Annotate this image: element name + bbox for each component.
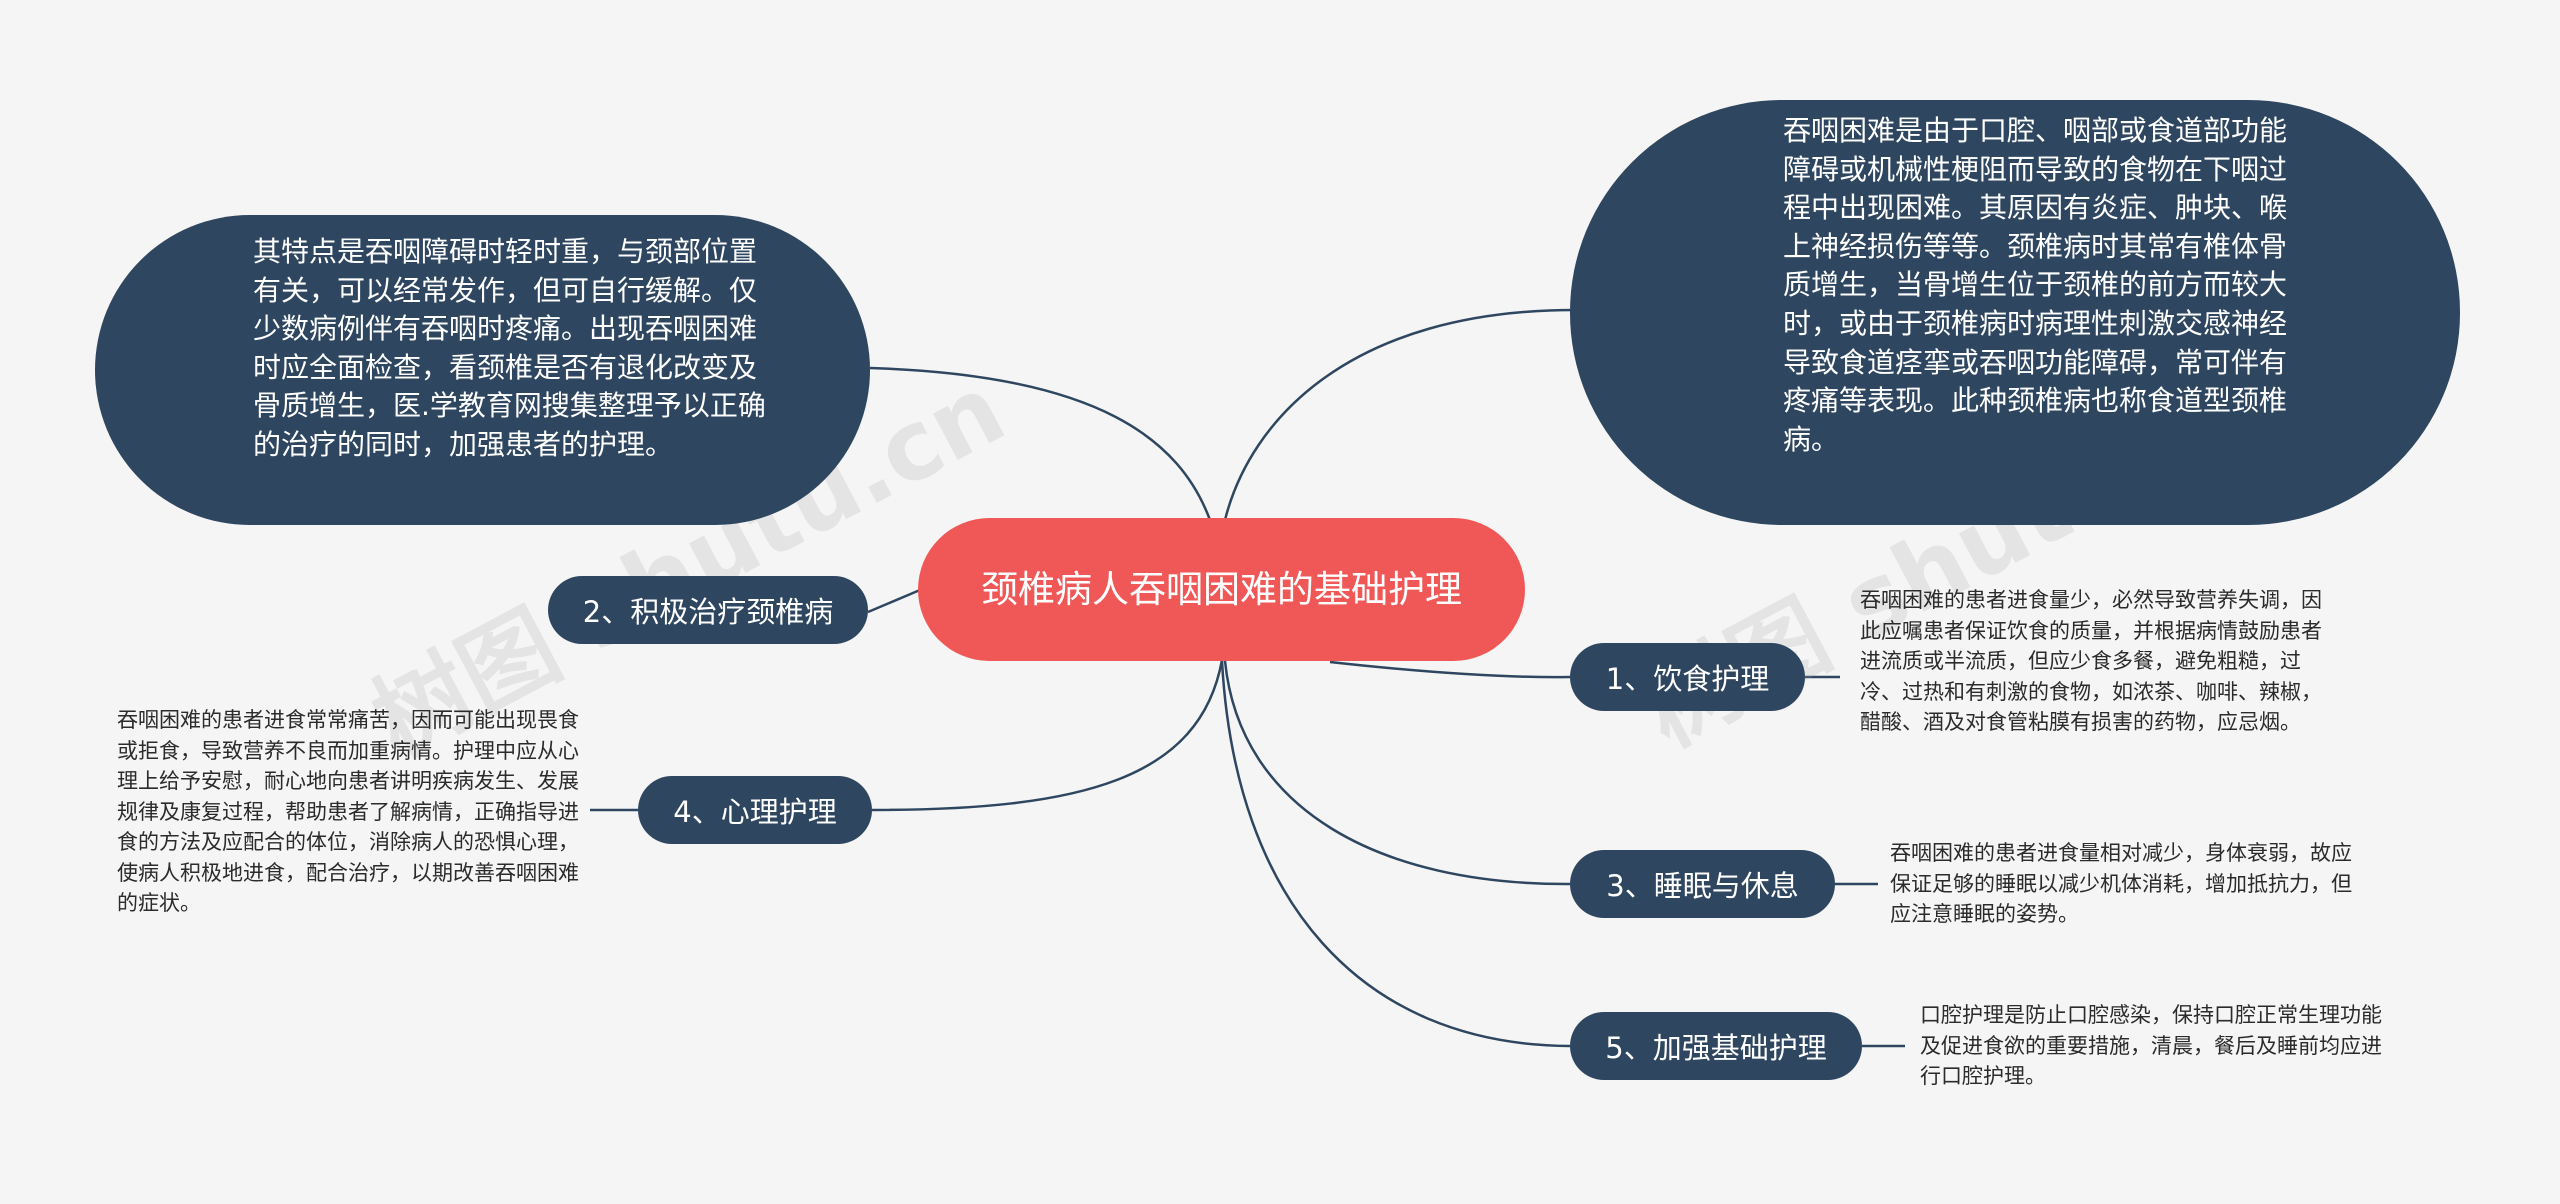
branch-4-node[interactable]: 4、心理护理 (638, 776, 872, 844)
branch-4-note: 吞咽困难的患者进食常常痛苦，因而可能出现畏食或拒食，导致营养不良而加重病情。护理… (117, 708, 579, 915)
connector-root-to-branch3 (1223, 660, 1571, 886)
branch-3-node[interactable]: 3、睡眠与休息 (1570, 850, 1835, 918)
branch-2-label: 2、积极治疗颈椎病 (582, 595, 834, 629)
branch-3-note: 吞咽困难的患者进食量相对减少，身体衰弱，故应保证足够的睡眠以减少机体消耗，增加抵… (1890, 841, 2352, 926)
connector-root-to-branch1 (1329, 660, 1571, 679)
branch-1-label: 1、饮食护理 (1605, 662, 1770, 696)
right-description-text: 吞咽困难是由于口腔、咽部或食道部功能障碍或机械性梗阻而导致的食物在下咽过程中出现… (1783, 114, 2288, 456)
branch-1-node[interactable]: 1、饮食护理 (1570, 643, 1805, 711)
branch-5-note: 口腔护理是防止口腔感染，保持口腔正常生理功能及促进食欲的重要措施，清晨，餐后及睡… (1920, 1003, 2382, 1088)
branch-4-label: 4、心理护理 (673, 795, 837, 829)
connector-root-to-branch4 (871, 659, 1224, 812)
connector-root-to-branch5 (1220, 660, 1571, 1048)
branch-2-node[interactable]: 2、积极治疗颈椎病 (548, 576, 868, 644)
branch-1-note: 吞咽困难的患者进食量少，必然导致营养失调，因此应嘱患者保证饮食的质量，并根据病情… (1860, 588, 2322, 734)
connector-root-to-branch2 (867, 588, 921, 614)
left-description-text: 其特点是吞咽障碍时轻时重，与颈部位置有关，可以经常发作，但可自行缓解。仅少数病例… (253, 235, 766, 461)
connector-root-to-left-bubble (869, 366, 1212, 521)
root-node[interactable]: 颈椎病人吞咽困难的基础护理 (918, 518, 1525, 661)
left-description-bubble: 其特点是吞咽障碍时轻时重，与颈部位置有关，可以经常发作，但可自行缓解。仅少数病例… (95, 215, 870, 525)
connector-root-to-right-bubble (1223, 308, 1576, 521)
right-description-bubble: 吞咽困难是由于口腔、咽部或食道部功能障碍或机械性梗阻而导致的食物在下咽过程中出现… (1570, 100, 2460, 525)
branch-5-label: 5、加强基础护理 (1605, 1031, 1827, 1065)
branch-5-node[interactable]: 5、加强基础护理 (1570, 1012, 1862, 1080)
branch-3-label: 3、睡眠与休息 (1606, 869, 1799, 903)
root-label: 颈椎病人吞咽困难的基础护理 (981, 567, 1462, 611)
